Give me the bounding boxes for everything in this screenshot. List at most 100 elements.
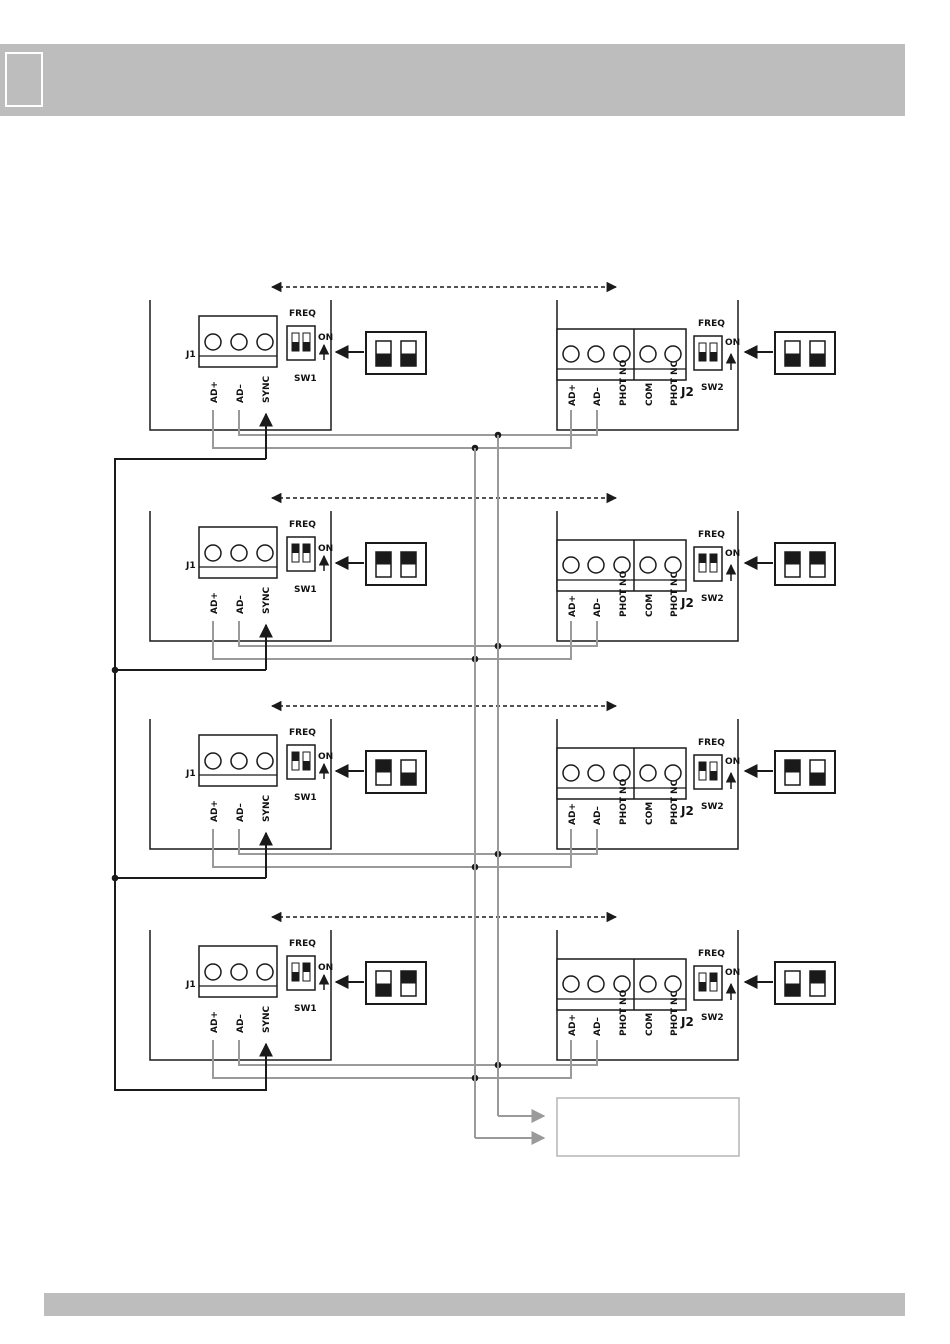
tx-terminal-screw-3 — [257, 753, 273, 769]
sw-housing — [694, 336, 722, 370]
dip-switch-housing — [366, 543, 426, 585]
rx-terminal-label-3: PHOT NO — [619, 359, 629, 406]
tx-terminal-screw-2 — [231, 753, 247, 769]
tx-terminal-screw-1 — [205, 753, 221, 769]
tx-terminal-label-3: SYNC — [262, 586, 272, 614]
sw-lever-1 — [699, 554, 706, 563]
tx-sw1-label: SW1 — [294, 585, 317, 595]
dip-switch-lever-1 — [376, 552, 391, 565]
rx-terminal-label-4: COM — [645, 1013, 655, 1036]
dip-switch-lever-2 — [810, 552, 825, 565]
rx-terminal-screw-5 — [665, 765, 681, 781]
rx-terminal-label-3: PHOT NO — [619, 989, 629, 1036]
rx-on-label: ON — [725, 968, 740, 978]
rx-terminal-screw-5 — [665, 976, 681, 992]
dip-switch-lever-2 — [401, 552, 416, 565]
tx-sw1-label: SW1 — [294, 374, 317, 384]
rx-freq-label: FREQ — [698, 319, 725, 329]
rx-freq-label: FREQ — [698, 738, 725, 748]
transmitter-board: J1FREQONSW1AD+AD–SYNC — [150, 300, 333, 430]
rx-terminal-screw-2 — [588, 976, 604, 992]
tx-sw1-switch — [287, 326, 315, 360]
rx-terminal-screw-4 — [640, 346, 656, 362]
rx-terminal-screw-4 — [640, 557, 656, 573]
tx-terminal-label-2: AD– — [236, 1014, 246, 1033]
rx-sw2-switch — [694, 966, 722, 1000]
rx-terminal-label-1: AD+ — [568, 1014, 578, 1036]
rx-terminal-screw-4 — [640, 765, 656, 781]
sw-housing — [694, 755, 722, 789]
tx-sw1-label: SW1 — [294, 793, 317, 803]
ad-minus-wire — [239, 1040, 597, 1065]
dip-switch-lever-2 — [810, 773, 825, 786]
tx-on-label: ON — [318, 333, 333, 343]
tx-connector-label: J1 — [185, 769, 196, 779]
dip-switch-lever-1 — [785, 552, 800, 565]
sw-lever-2 — [710, 352, 717, 361]
tx-dip-switch-detail — [366, 332, 426, 374]
sw-lever-1 — [292, 752, 299, 761]
rx-on-label: ON — [725, 757, 740, 767]
tx-terminal-label-1: AD+ — [210, 592, 220, 614]
rx-sw2-label: SW2 — [701, 594, 724, 604]
tx-connector-label: J1 — [185, 561, 196, 571]
receiver-board: FREQONSW2J2AD+AD–PHOT NOCOMPHOT NC — [557, 719, 740, 849]
rx-terminal-screw-3 — [614, 765, 630, 781]
sw-housing — [287, 537, 315, 571]
tx-terminal-label-2: AD– — [236, 595, 246, 614]
rx-terminal-label-5: PHOT NC — [670, 990, 680, 1036]
dip-switch-lever-1 — [785, 984, 800, 997]
sw-housing — [287, 326, 315, 360]
rx-sw2-switch — [694, 336, 722, 370]
rx-terminal-screw-2 — [588, 557, 604, 573]
receiver-board: FREQONSW2J2AD+AD–PHOT NOCOMPHOT NC — [557, 511, 740, 641]
rx-sw2-label: SW2 — [701, 383, 724, 393]
rx-sw2-switch — [694, 755, 722, 789]
rx-terminal-label-1: AD+ — [568, 384, 578, 406]
device-pair-4: J1FREQONSW1AD+AD–SYNCFREQONSW2J2AD+AD–PH… — [150, 917, 835, 1089]
device-pair-2: J1FREQONSW1AD+AD–SYNCFREQONSW2J2AD+AD–PH… — [150, 498, 835, 670]
sw-housing — [287, 956, 315, 990]
rx-connector-label: J2 — [680, 804, 694, 818]
sw-lever-2 — [303, 342, 310, 351]
rx-dip-switch-detail — [775, 543, 835, 585]
rx-terminal-label-4: COM — [645, 383, 655, 406]
transmitter-board: J1FREQONSW1AD+AD–SYNC — [150, 511, 333, 641]
dip-switch-housing — [366, 332, 426, 374]
dip-switch-lever-2 — [810, 971, 825, 984]
ad-minus-wire — [239, 410, 597, 435]
tx-dip-switch-detail — [366, 962, 426, 1004]
rx-on-label: ON — [725, 338, 740, 348]
rx-sw2-switch — [694, 547, 722, 581]
rx-dip-switch-detail — [775, 332, 835, 374]
rx-freq-label: FREQ — [698, 949, 725, 959]
tx-terminal-screw-2 — [231, 964, 247, 980]
dip-switch-lever-2 — [810, 354, 825, 367]
dip-switch-lever-1 — [376, 354, 391, 367]
tx-dip-switch-detail — [366, 751, 426, 793]
tx-terminal-label-2: AD– — [236, 384, 246, 403]
sw-lever-2 — [710, 771, 717, 780]
tx-terminal-label-1: AD+ — [210, 381, 220, 403]
tx-connector-label: J1 — [185, 350, 196, 360]
dip-switch-housing — [775, 751, 835, 793]
tx-freq-label: FREQ — [289, 309, 316, 319]
sw-lever-1 — [699, 982, 706, 991]
sw-lever-2 — [303, 544, 310, 553]
sw-lever-1 — [699, 352, 706, 361]
sw-lever-2 — [303, 963, 310, 972]
rx-terminal-screw-1 — [563, 976, 579, 992]
rx-terminal-label-5: PHOT NC — [670, 360, 680, 406]
sw-lever-1 — [292, 342, 299, 351]
tx-terminal-screw-1 — [205, 964, 221, 980]
sw-lever-2 — [710, 554, 717, 563]
tx-terminal-label-3: SYNC — [262, 1005, 272, 1033]
dip-switch-housing — [775, 962, 835, 1004]
rx-terminal-label-1: AD+ — [568, 595, 578, 617]
sync-junction-dot-3 — [112, 875, 119, 882]
dip-switch-housing — [366, 751, 426, 793]
tx-freq-label: FREQ — [289, 939, 316, 949]
